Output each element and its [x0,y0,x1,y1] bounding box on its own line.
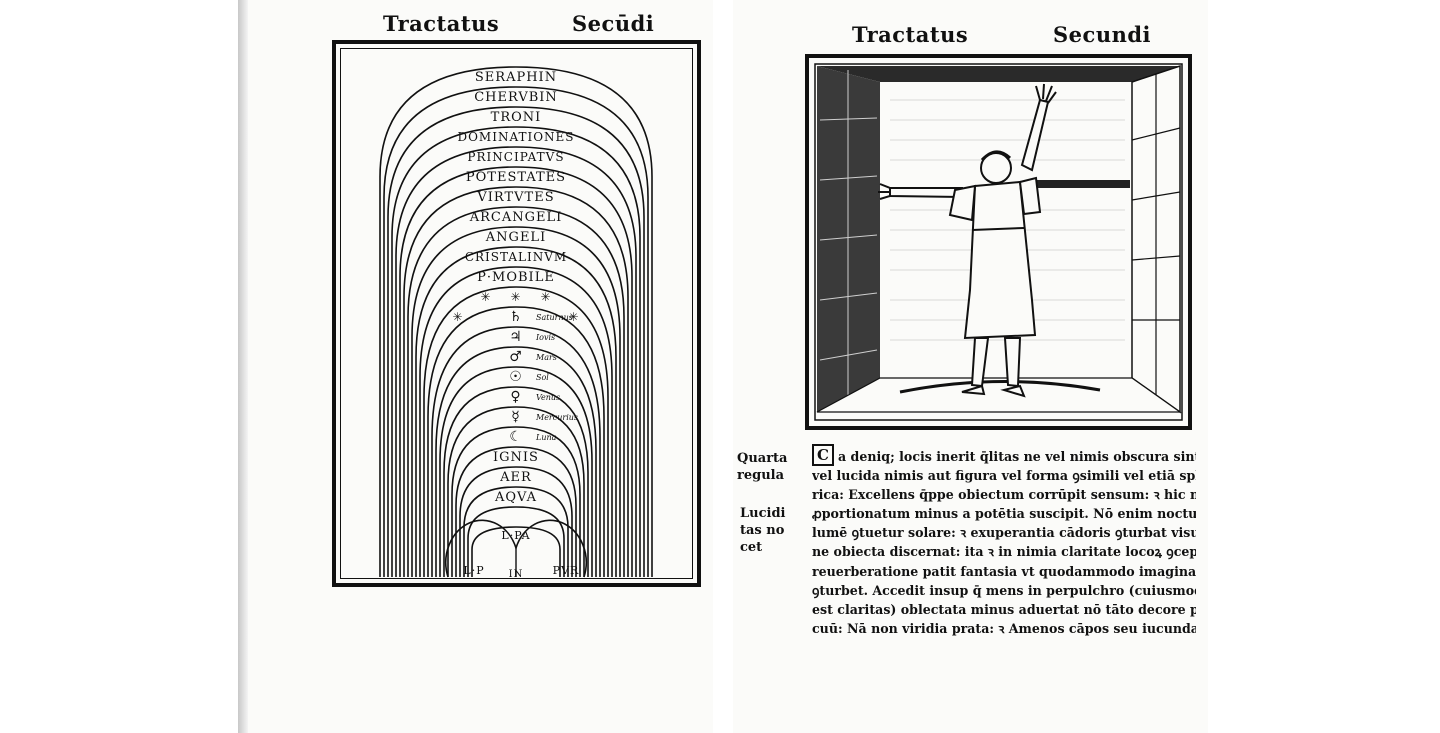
body-line: rica: Excellens q̄ppe obiectum corrūpit … [812,487,1196,503]
star-icon: ✳ [510,290,521,304]
sphere-arc [459,466,573,577]
margin-note-quarta-regula: Quarta regula [737,450,787,484]
margin-note-line: tas no [740,523,785,538]
body-line: vel lucida nimis aut figura vel forma ꝯs… [812,468,1196,484]
sphere-arc [399,166,633,577]
planet-label: Luna [535,433,557,442]
body-line: ꝯturbet. Accedit insup q̄ mens in perpul… [812,582,1196,598]
sphere-label: CRISTALINVM [465,250,567,264]
decorated-initial: C [812,444,834,466]
body-line: cuū: Nā non viridia prata: ꝛ Amenos cāpo… [812,620,1196,636]
sphere-arc [467,506,565,577]
cosmos-diagram-frame [332,40,701,587]
planet-label: Venus [536,393,560,402]
sphere-arc [383,86,649,577]
sphere-arc [447,406,585,577]
body-line: a deniq; locis inerit q̄litas ne vel nim… [838,449,1196,464]
sphere-arc [395,146,637,577]
bottom-label: L·P [463,564,484,577]
planet-symbol-icon: ♀ [510,389,521,405]
sphere-label: ANGELI [485,230,546,245]
bottom-label: PVR [553,564,580,577]
star-icon: ✳ [540,290,551,304]
sphere-arc [431,326,601,577]
sphere-label: POTESTATES [466,170,566,185]
sphere-arc [419,266,613,577]
sphere-arc [463,486,569,577]
element-label: AQVA [494,490,537,505]
sphere-label: PRINCIPATVS [467,150,564,164]
sphere-arc [407,206,625,577]
margin-note-line: Quarta [737,451,788,466]
margin-note-luciditas-nocet: Lucidi tas no cet [740,505,785,556]
planet-symbol-icon: ☾ [509,429,523,445]
planet-symbol-icon: ☉ [509,369,523,385]
sphere-label: P·MOBILE [477,270,555,285]
body-line: est claritas) oblectata minus aduertat n… [812,601,1196,617]
planet-label: Sol [536,373,549,382]
page-edge-shadow [238,0,248,733]
sphere-label: SERAPHIN [475,70,557,85]
sphere-arc [455,446,577,577]
sphere-label: VIRTVTES [476,190,554,205]
left-running-head-left: Tractatus [383,11,500,36]
sphere-arc [427,306,605,577]
sphere-arc [411,226,621,577]
body-line: ꝓportionatum minus a potētia suscipit. N… [812,506,1196,522]
center-label: L·PA [501,529,530,542]
cosmos-diagram-inner-frame [340,48,693,579]
sphere-arc [451,426,581,577]
sphere-arc [387,106,645,577]
planet-label: Mars [535,353,557,362]
bottom-label: IN [509,569,524,580]
sphere-arc [415,246,617,577]
body-line: ne obiecta discernat: ita ꝛ in nimia cla… [812,544,1196,560]
body-line: reuerberatione patit fantasia vt quodamm… [812,563,1196,579]
sphere-arc [391,126,641,577]
body-text: a deniq; locis inerit q̄litas ne vel nim… [812,447,1196,638]
sphere-arc [403,186,629,577]
sphere-arc [423,286,609,577]
sphere-label: ARCANGELI [469,210,563,225]
element-label: AER [499,470,532,485]
right-running-head-right: Secundi [1053,22,1152,47]
planet-symbol-icon: ♂ [509,349,523,365]
book-gutter [713,0,733,733]
planet-symbol-icon: ☿ [511,409,521,425]
margin-note-line: regula [737,468,785,483]
margin-note-line: Lucidi [740,506,786,521]
sphere-arc [435,346,597,577]
planet-label: Saturnus [536,313,573,322]
human-figure [878,83,1057,398]
sphere-arc [471,526,561,577]
sphere-label: DOMINATIONES [457,130,574,144]
left-running-head-right: Secūdi [572,11,655,36]
right-running-head-left: Tractatus [852,22,969,47]
planet-symbol-icon: ♄ [509,309,523,325]
sphere-arc [443,386,589,577]
sphere-arc [379,66,653,577]
sphere-label: TRONI [491,110,542,125]
star-icon: ✳ [568,310,579,324]
body-line: lumē ꝯtuetur solare: ꝛ exuperantia cādor… [812,525,1196,541]
margin-note-line: cet [740,540,763,555]
planet-symbol-icon: ♃ [509,329,523,345]
sphere-arc [439,366,593,577]
planet-label: Iovis [535,333,555,342]
left-page [238,0,713,733]
planet-label: Mercurius [535,413,578,422]
element-label: IGNIS [493,450,539,465]
star-icon: ✳ [452,310,463,324]
star-icon: ✳ [480,290,491,304]
sphere-label: CHERVBIN [474,90,558,105]
